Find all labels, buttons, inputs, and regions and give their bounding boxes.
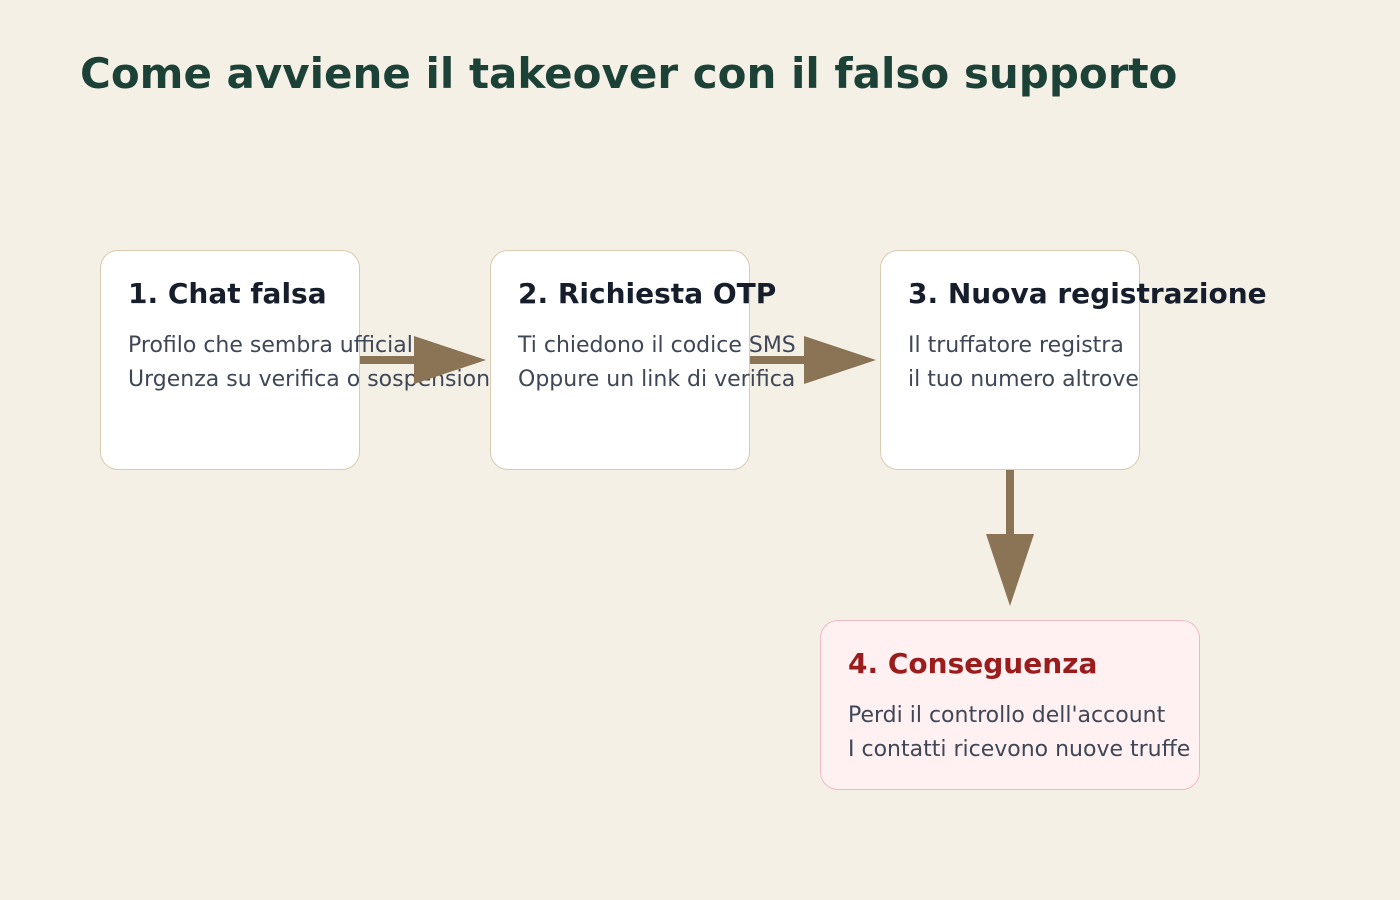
step-3-box: 3. Nuova registrazione Il truffatore reg… (880, 250, 1267, 470)
step-3-line-2: il tuo numero altrove (908, 367, 1139, 392)
step-1-line-1: Profilo che sembra ufficiale (128, 333, 427, 358)
arrow-3-head (986, 534, 1034, 606)
step-2-line-1: Ti chiedono il codice SMS (518, 333, 796, 358)
step-4-box: 4. Conseguenza Perdi il controllo dell'a… (820, 620, 1200, 790)
arrow-step-2-to-3 (750, 336, 876, 384)
step-2-heading: 2. Richiesta OTP (518, 277, 777, 310)
step-2-box: 2. Richiesta OTP Ti chiedono il codice S… (490, 250, 796, 470)
step-3-line-1: Il truffatore registra (908, 333, 1124, 358)
step-1-box: 1. Chat falsa Profilo che sembra ufficia… (100, 250, 504, 470)
arrow-step-1-to-2 (360, 336, 486, 384)
step-4-line-2: I contatti ricevono nuove truffe (848, 737, 1191, 762)
arrow-1-head (414, 336, 486, 384)
step-2-line-2: Oppure un link di verifica (518, 367, 796, 392)
step-4-heading: 4. Conseguenza (848, 647, 1098, 680)
step-1-heading: 1. Chat falsa (128, 277, 327, 310)
step-3-heading: 3. Nuova registrazione (908, 277, 1267, 310)
arrow-step-3-to-4 (986, 470, 1034, 606)
page-title: Come avviene il takeover con il falso su… (80, 49, 1178, 98)
arrow-2-head (804, 336, 876, 384)
step-4-line-1: Perdi il controllo dell'account (848, 703, 1166, 728)
